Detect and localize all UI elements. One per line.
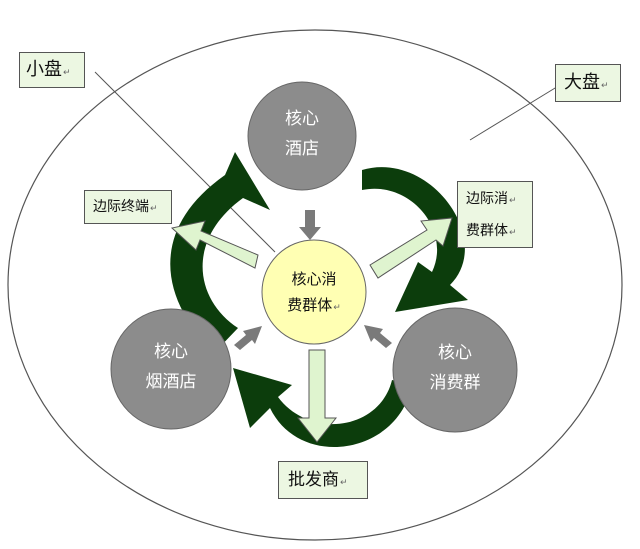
core-tobacco-liquor-store-circle [110, 308, 232, 430]
return-mark-icon: ↵ [509, 196, 517, 206]
outer-market-circle [7, 29, 623, 541]
small-market-text: 小盘 [26, 59, 62, 80]
large-market-text: 大盘 [564, 72, 600, 93]
marginal-terminal-label: 边际终端↵ [84, 190, 172, 224]
arrow-hotel-to-center [299, 210, 321, 240]
center-line2-text: 费群体 [287, 296, 333, 314]
marginal-consumers-label: 边际消↵ 费群体↵ [457, 181, 533, 248]
return-mark-icon: ↵ [509, 228, 517, 238]
core-consumer-group-circle [392, 307, 518, 433]
core-consumers-line2: 消费群 [429, 373, 481, 393]
arrow-to-marginal-consumers [369, 217, 453, 279]
center-line1: 核心消 [291, 270, 337, 288]
return-mark-icon: ↵ [333, 303, 341, 313]
marginal-terminal-text: 边际终端 [93, 199, 149, 215]
center-line2: 费群体↵ [264, 292, 364, 321]
core-consumers-label: 核心 消费群 [405, 338, 505, 398]
arrow-to-marginal-terminal [170, 220, 259, 269]
return-mark-icon: ↵ [150, 204, 158, 214]
small-market-label: 小盘↵ [19, 52, 85, 88]
wholesaler-label: 批发商↵ [278, 461, 368, 499]
core-store-line2: 烟酒店 [145, 372, 197, 392]
core-store-label: 核心 烟酒店 [121, 337, 221, 397]
center-label: 核心消 费群体↵ [264, 266, 364, 321]
return-mark-icon: ↵ [601, 81, 609, 91]
core-hotel-label: 核心 酒店 [262, 104, 342, 164]
cycle-arrow-left [170, 152, 270, 352]
cycle-arrow-bottom [233, 368, 412, 448]
arrow-to-wholesaler [296, 349, 338, 443]
large-market-callout-line [469, 84, 561, 141]
marginal-consumers-line2: 费群体↵ [466, 223, 517, 239]
return-mark-icon: ↵ [63, 68, 71, 78]
core-hotel-circle [247, 81, 357, 191]
return-mark-icon: ↵ [340, 478, 348, 488]
core-store-line1: 核心 [154, 342, 188, 362]
large-market-label: 大盘↵ [555, 64, 621, 102]
core-consumer-group-center-circle [261, 239, 367, 345]
wholesaler-text: 批发商 [288, 470, 339, 490]
marginal-consumers-line1: 边际消↵ [466, 191, 517, 207]
arrow-store-to-center [234, 326, 262, 350]
core-hotel-line2: 酒店 [285, 139, 319, 159]
cycle-arrow-right [362, 167, 468, 312]
core-consumers-line1: 核心 [438, 343, 472, 363]
arrow-consumers-to-center [364, 325, 392, 348]
small-market-callout-line [94, 71, 276, 253]
core-hotel-line1: 核心 [285, 109, 319, 129]
